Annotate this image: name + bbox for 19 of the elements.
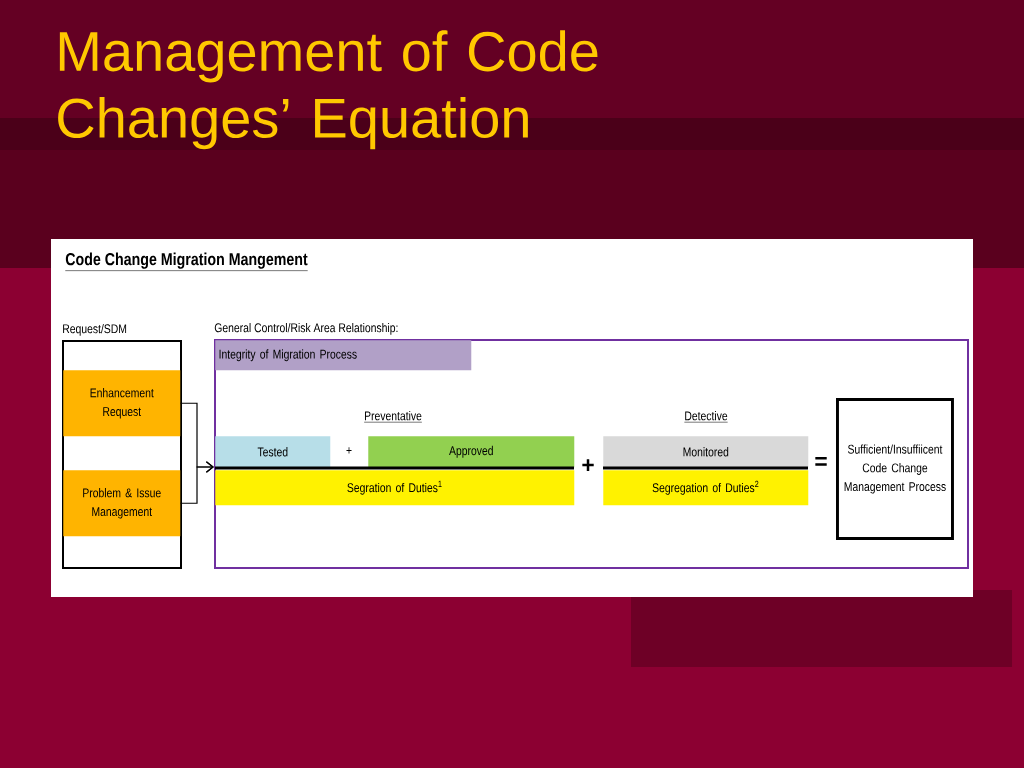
plus-sign: +: [346, 447, 352, 454]
slide-title: Management of Code Changes’ Equation: [58, 30, 598, 150]
control-bar: Approved: [368, 436, 575, 468]
header-bar: Integrity of Migration Process: [215, 340, 472, 371]
plus-sign: +: [582, 459, 594, 471]
diagram-heading: Code Change Migration Mangement: [65, 252, 308, 271]
node-label: General Control/Risk Area Relationship:: [214, 322, 398, 335]
node-label: Request/SDM: [63, 323, 127, 336]
process-box: Problem & Issue Management: [63, 470, 181, 537]
control-bar: Tested: [215, 436, 331, 468]
process-box: Enhancement Request: [63, 370, 181, 437]
equals-sign: =: [815, 457, 827, 466]
result-box: Sufficient/Insuffiicent Code Change Management Process: [836, 398, 954, 540]
section-label: Preventative: [363, 411, 423, 423]
duty-bar: Segregation of Duties$^{2}$: [603, 470, 809, 506]
control-bar: Monitored: [603, 436, 809, 468]
arrow: [179, 461, 214, 504]
section-label: Detective: [684, 411, 728, 423]
duty-bar: Segration of Duties$^{1}$: [215, 470, 575, 506]
